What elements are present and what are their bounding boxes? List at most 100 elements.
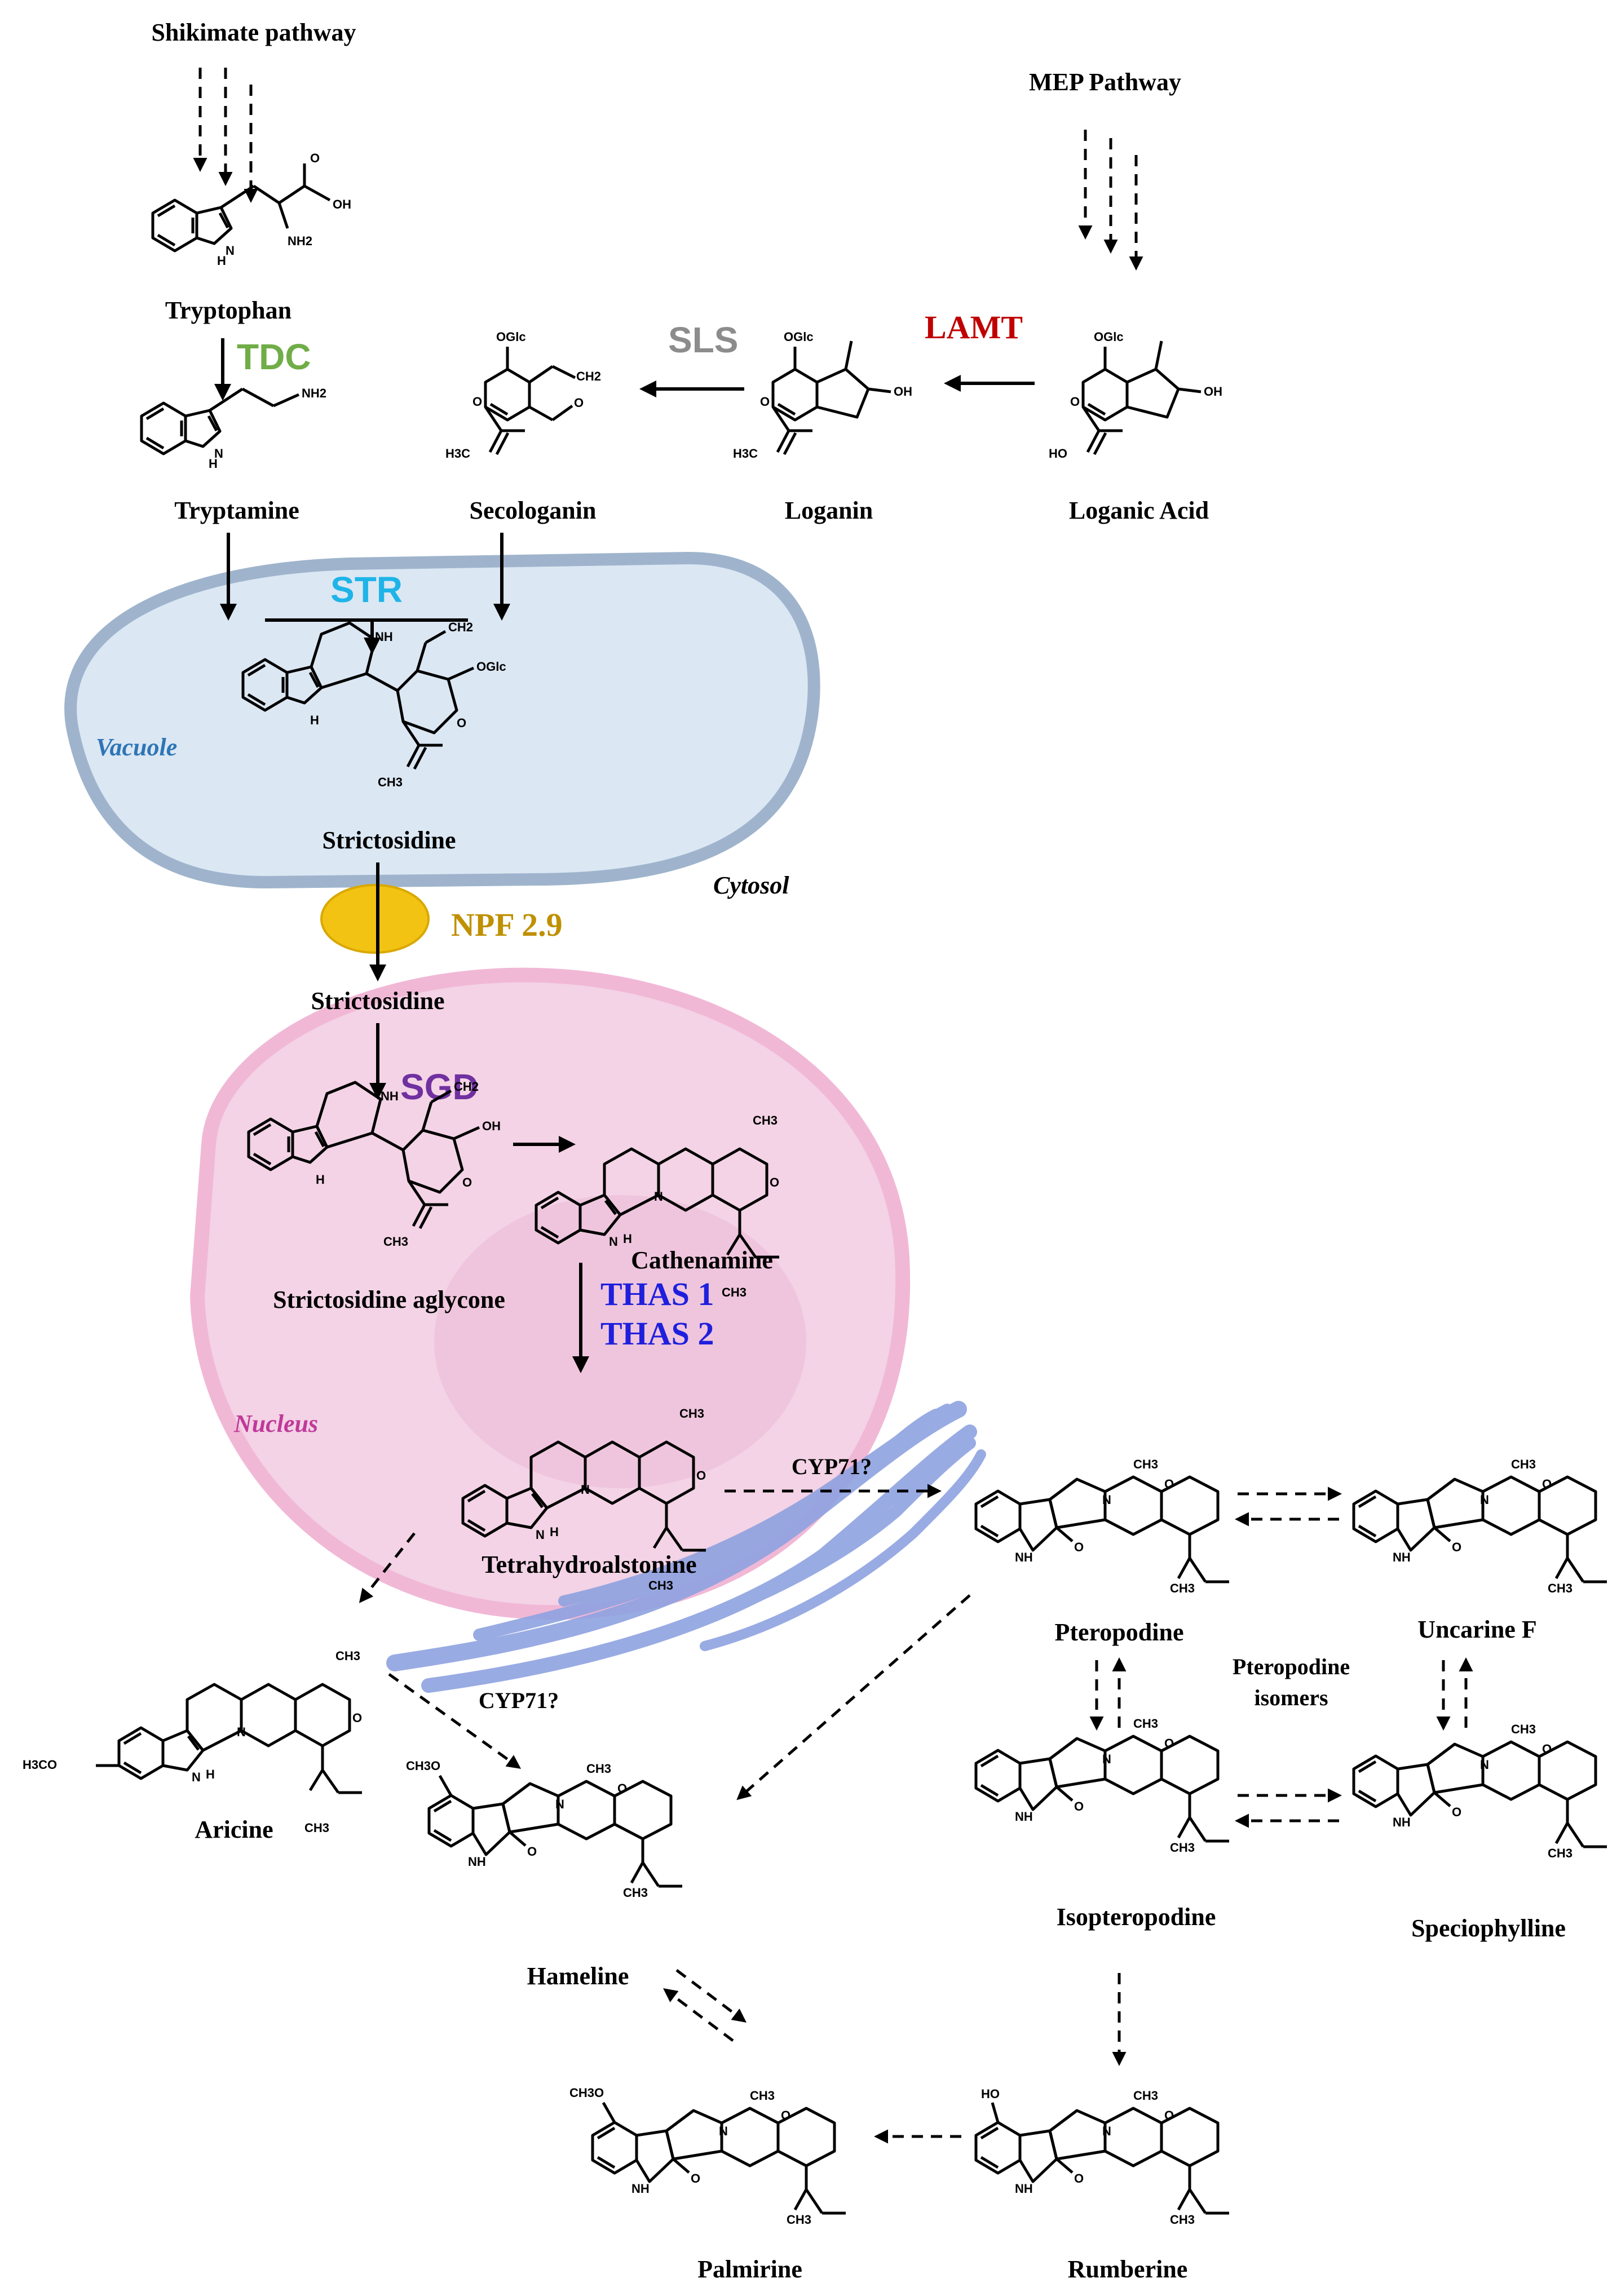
strictosidine-aglycone-label: Strictosidine aglycone <box>273 1286 505 1313</box>
isopteropodine-structure: N CH3 O NH O CH3 <box>976 1717 1229 1855</box>
vacuole-label: Vacuole <box>96 733 177 761</box>
svg-text:O: O <box>691 2171 700 2186</box>
hameline-structure: CH3O N CH3 O NH O CH3 <box>406 1759 682 1900</box>
rumberine-structure: HO N CH3 O NH O CH3 <box>976 2087 1229 2227</box>
shikimate-pathway-label: Shikimate pathway <box>151 19 356 46</box>
svg-text:NH: NH <box>1393 1815 1411 1829</box>
svg-text:H: H <box>550 1525 559 1539</box>
tryptophan-label: Tryptophan <box>165 297 291 324</box>
svg-text:O: O <box>1452 1805 1461 1819</box>
svg-text:O: O <box>696 1468 706 1483</box>
nucleus-label: Nucleus <box>233 1410 318 1437</box>
svg-text:N: N <box>192 1770 201 1784</box>
isopteropodine-label: Isopteropodine <box>1057 1903 1216 1931</box>
lamt-enzyme: LAMT <box>925 309 1023 346</box>
tryptophan-structure: O OH NH2 H N <box>153 151 351 268</box>
svg-text:N: N <box>536 1528 545 1542</box>
npf-transporter <box>320 884 430 954</box>
svg-text:O: O <box>352 1711 362 1725</box>
svg-text:O: O <box>462 1175 472 1189</box>
svg-text:CH3: CH3 <box>383 1235 408 1249</box>
rumberine-label: Rumberine <box>1068 2255 1188 2283</box>
pteropodine-isomers-label-2: isomers <box>1254 1685 1328 1710</box>
svg-text:O: O <box>574 396 584 410</box>
svg-text:O: O <box>1542 1477 1552 1491</box>
str-enzyme: STR <box>330 569 403 610</box>
svg-text:N: N <box>237 1725 246 1739</box>
svg-text:O: O <box>1074 2171 1084 2186</box>
svg-text:H: H <box>209 457 218 471</box>
uncarine-f-label: Uncarine F <box>1417 1616 1536 1643</box>
vacuole-compartment <box>64 551 820 889</box>
svg-text:OH: OH <box>333 197 351 211</box>
thas2-enzyme: THAS 2 <box>600 1315 714 1352</box>
svg-text:CH3: CH3 <box>1170 1841 1195 1855</box>
svg-text:CH3: CH3 <box>1133 1457 1158 1471</box>
svg-text:H3C: H3C <box>733 446 758 461</box>
loganin-structure: OGlc OH O H3C <box>733 330 912 461</box>
svg-text:N: N <box>226 244 235 258</box>
svg-text:H3C: H3C <box>445 446 470 461</box>
svg-text:CH3: CH3 <box>787 2213 811 2227</box>
speciophylline-structure: N CH3 O NH O CH3 <box>1354 1722 1607 1860</box>
aricine-structure: H3CO N CH3 O N H CH3 <box>23 1649 362 1835</box>
svg-text:CH3: CH3 <box>335 1649 360 1663</box>
svg-text:CH2: CH2 <box>448 620 473 634</box>
strictosidine-aglycone-structure: NH CH2 OH O H CH3 <box>249 1080 501 1249</box>
svg-text:O: O <box>1164 2108 1174 2122</box>
svg-text:OGlc: OGlc <box>784 330 814 344</box>
svg-text:N: N <box>1102 1493 1111 1507</box>
svg-text:CH3: CH3 <box>1548 1581 1573 1595</box>
cathenamine-structure: N CH3 O N H CH3 <box>536 1113 779 1299</box>
svg-text:H3CO: H3CO <box>23 1758 57 1772</box>
svg-text:NH: NH <box>1015 1810 1033 1824</box>
svg-text:NH: NH <box>468 1855 486 1869</box>
cyp71-upper-label: CYP71? <box>792 1454 872 1479</box>
hameline-label: Hameline <box>527 1962 629 1990</box>
svg-text:CH3: CH3 <box>750 2089 775 2103</box>
svg-text:CH3O: CH3O <box>569 2086 604 2100</box>
svg-text:NH: NH <box>375 630 393 644</box>
thas1-enzyme: THAS 1 <box>600 1276 714 1312</box>
svg-text:OGlc: OGlc <box>496 330 526 344</box>
svg-text:CH3: CH3 <box>1170 1581 1195 1595</box>
svg-text:NH: NH <box>1393 1550 1411 1564</box>
svg-text:OH: OH <box>482 1119 501 1133</box>
sls-enzyme: SLS <box>668 320 738 360</box>
svg-text:N: N <box>581 1483 590 1497</box>
svg-text:H: H <box>217 254 226 268</box>
svg-text:CH3: CH3 <box>623 1886 648 1900</box>
svg-text:H: H <box>206 1767 215 1781</box>
tetrahydroalstonine-label: Tetrahydroalstonine <box>482 1551 696 1578</box>
svg-text:OH: OH <box>1204 384 1222 399</box>
svg-text:CH3: CH3 <box>1548 1846 1573 1860</box>
svg-text:N: N <box>654 1189 663 1204</box>
svg-text:O: O <box>1452 1540 1461 1554</box>
svg-text:H: H <box>310 713 319 727</box>
tryptamine-label: Tryptamine <box>174 497 299 524</box>
svg-text:O: O <box>781 2108 790 2122</box>
strictosidine-vacuole-structure: NH CH2 OGlc O H CH3 <box>243 620 506 789</box>
svg-text:CH3: CH3 <box>586 1762 611 1776</box>
tryptamine-structure: NH2 H N <box>142 386 326 471</box>
loganic-acid-label: Loganic Acid <box>1069 497 1209 524</box>
svg-text:NH: NH <box>631 2182 650 2196</box>
npf-enzyme: NPF 2.9 <box>451 906 563 943</box>
mep-dashed-arrows <box>1078 130 1143 271</box>
svg-text:OGlc: OGlc <box>476 660 506 674</box>
shikimate-dashed-arrows <box>193 68 258 203</box>
strictosidine-cytosol-label: Strictosidine <box>311 987 444 1015</box>
loganic-acid-structure: OGlc OH O HO <box>1049 330 1222 461</box>
svg-text:CH3: CH3 <box>1511 1457 1536 1471</box>
speciophylline-label: Speciophylline <box>1411 1914 1566 1942</box>
svg-text:H: H <box>623 1232 632 1246</box>
svg-text:O: O <box>310 151 320 165</box>
svg-text:N: N <box>214 446 223 461</box>
svg-text:N: N <box>1480 1493 1489 1507</box>
strictosidine-vacuole-label: Strictosidine <box>322 826 456 854</box>
svg-text:O: O <box>1074 1540 1084 1554</box>
svg-text:O: O <box>770 1175 779 1189</box>
svg-text:NH: NH <box>1015 2182 1033 2196</box>
cathenamine-label: Cathenamine <box>631 1246 773 1274</box>
svg-text:N: N <box>555 1797 564 1811</box>
